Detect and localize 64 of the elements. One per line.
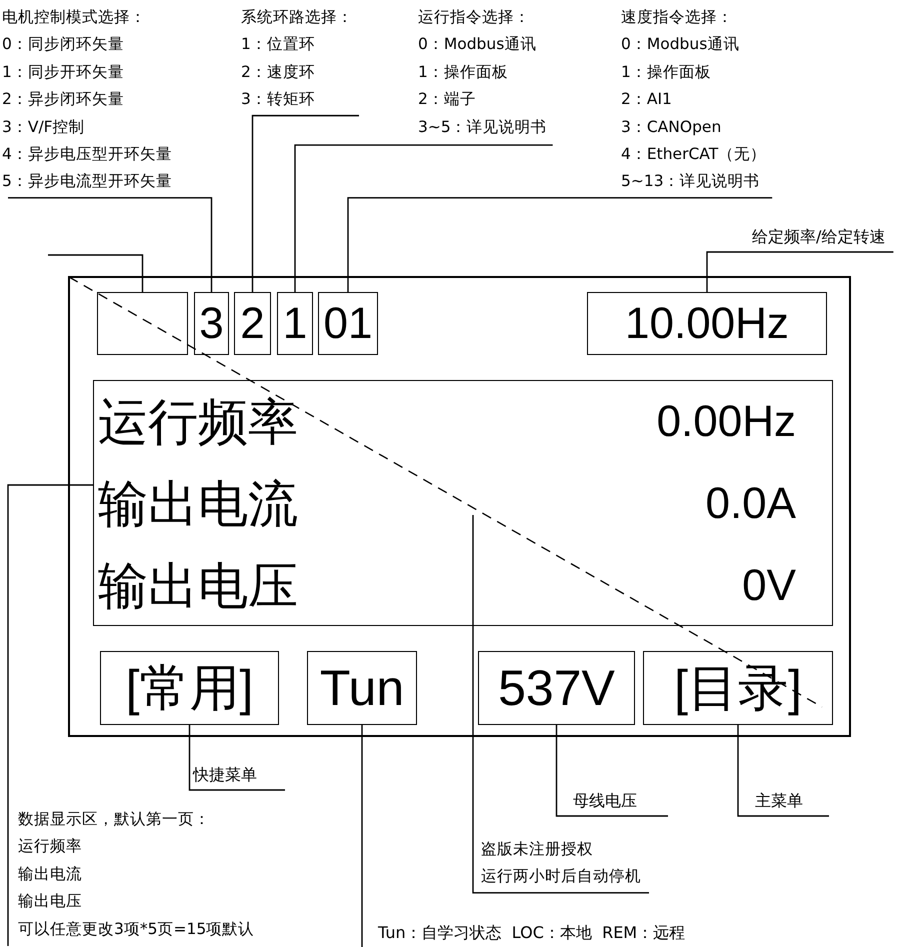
item-text: 盗版未注册授权 bbox=[481, 839, 594, 860]
item-text: 1：操作面板 bbox=[418, 62, 509, 83]
item-text: 2：异步闭环矢量 bbox=[2, 89, 125, 110]
value-text: 0V bbox=[742, 564, 796, 608]
parameter-text: 输出电流 bbox=[98, 479, 298, 529]
item-text: 1：位置环 bbox=[241, 34, 316, 56]
item-text: 5：异步电流型开环矢量 bbox=[2, 171, 172, 192]
item-text: 3：V/F控制 bbox=[2, 116, 86, 138]
leader-line bbox=[188, 725, 285, 791]
item-text: 输出电压 bbox=[18, 891, 83, 912]
parameter-text: 输出电压 bbox=[98, 561, 298, 611]
display-field: 10.00Hz bbox=[587, 292, 827, 355]
data-display-area bbox=[93, 380, 833, 626]
leader-line bbox=[472, 515, 649, 894]
soft-key: [常用] bbox=[100, 651, 279, 725]
item-text: 2：速度环 bbox=[241, 62, 316, 83]
display-field: 2 bbox=[234, 292, 271, 355]
item-text: 0：Modbus通讯 bbox=[621, 34, 740, 56]
item-text: 4：EtherCAT（无） bbox=[621, 144, 766, 166]
display-field: 537V bbox=[478, 651, 635, 725]
item-text: 3：CANOpen bbox=[621, 116, 722, 138]
leader-line bbox=[7, 484, 93, 946]
item-text: 3~5：详见说明书 bbox=[418, 116, 547, 138]
heading-text: 运行指令选择： bbox=[418, 7, 531, 28]
annotation-text: 给定频率/给定转速 bbox=[752, 224, 886, 250]
display-field: 1 bbox=[277, 292, 313, 355]
item-text: 可以任意更改3项*5页=15项默认 bbox=[18, 918, 254, 940]
item-text: 运行频率 bbox=[18, 836, 83, 858]
soft-key: [目录] bbox=[643, 651, 833, 725]
leader-line bbox=[252, 114, 359, 292]
item-text: 5~13：详见说明书 bbox=[621, 171, 761, 192]
item-text: 1：同步开环矢量 bbox=[2, 62, 125, 83]
leader-line bbox=[556, 725, 668, 817]
blank-field bbox=[97, 292, 188, 355]
leader-line bbox=[347, 197, 772, 292]
display-field: 3 bbox=[194, 292, 229, 355]
annotation-text: 主菜单 bbox=[755, 788, 829, 816]
leader-line bbox=[8, 197, 212, 292]
leader-line bbox=[48, 254, 144, 292]
value-text: 0.0A bbox=[705, 482, 796, 526]
heading-text: 电机控制模式选择： bbox=[2, 7, 147, 28]
heading-text: 系统环路选择： bbox=[241, 7, 353, 28]
item-text: 3：转矩环 bbox=[241, 89, 316, 110]
item-text: 输出电流 bbox=[18, 864, 83, 885]
annotation-text: 母线电压 bbox=[573, 788, 668, 816]
item-text: 0：同步闭环矢量 bbox=[2, 34, 125, 56]
leader-line bbox=[361, 725, 363, 947]
item-text: 4：异步电压型开环矢量 bbox=[2, 144, 172, 166]
note-text: Tun：自学习状态 LOC：本地 REM：远程 bbox=[378, 920, 878, 947]
item-text: 2：端子 bbox=[418, 89, 477, 110]
leader-line bbox=[737, 725, 829, 817]
heading-text: 速度指令选择： bbox=[621, 7, 734, 28]
annotation-text: 快捷菜单 bbox=[193, 762, 285, 790]
item-text: 1：操作面板 bbox=[621, 62, 712, 83]
leader-line bbox=[294, 144, 553, 292]
value-text: 0.00Hz bbox=[656, 400, 796, 444]
heading-text: 数据显示区，默认第一页： bbox=[18, 809, 211, 830]
item-text: 0：Modbus通讯 bbox=[418, 34, 538, 56]
leader-line bbox=[706, 251, 894, 292]
display-field: 01 bbox=[318, 292, 378, 355]
item-text: 运行两小时后自动停机 bbox=[481, 866, 641, 888]
item-text: 2：AI1 bbox=[621, 89, 673, 110]
status-field: Tun bbox=[307, 651, 417, 725]
parameter-text: 运行频率 bbox=[98, 397, 298, 447]
